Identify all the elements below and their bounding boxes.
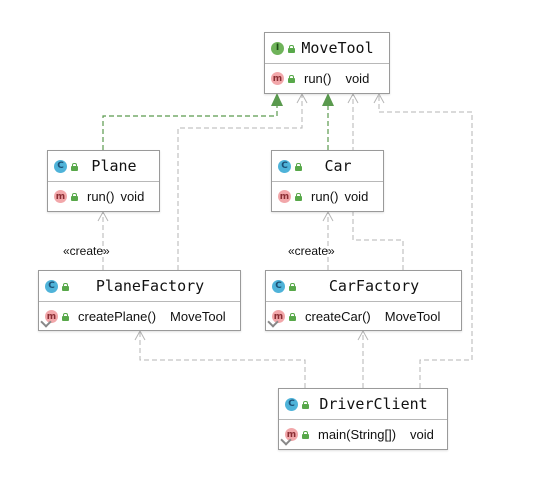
class-header: C Car <box>272 151 383 182</box>
class-header: C DriverClient <box>279 389 447 420</box>
class-box-car[interactable]: C Car m run() void <box>271 150 384 212</box>
method-name: run() <box>304 71 332 86</box>
class-name: CarFactory <box>328 277 420 295</box>
method-name: createCar() <box>305 309 371 324</box>
public-lock-icon <box>295 193 303 201</box>
method-return-type: MoveTool <box>384 309 441 324</box>
method-icon: m <box>271 72 284 85</box>
class-box-planefactory[interactable]: C PlaneFactory m createPlane() MoveTool <box>38 270 241 331</box>
plane-implements-arrowhead <box>271 93 283 106</box>
planefactory-movetool-dependency <box>177 94 303 270</box>
public-lock-icon <box>289 282 297 291</box>
method-return-type: void <box>120 189 145 204</box>
method-name: createPlane() <box>78 309 157 324</box>
public-lock-icon <box>62 282 70 291</box>
class-icon: C <box>45 279 58 293</box>
class-name: Car <box>324 157 352 175</box>
class-header: C CarFactory <box>266 271 461 302</box>
method-name: run() <box>87 189 115 204</box>
method-row[interactable]: m run() void <box>272 182 383 211</box>
public-lock-icon <box>62 313 70 321</box>
class-header: I MoveTool <box>265 33 389 64</box>
class-box-carfactory[interactable]: C CarFactory m createCar() MoveTool <box>265 270 462 331</box>
create-stereotype-label: «create» <box>288 244 335 258</box>
public-lock-icon <box>289 313 297 321</box>
public-lock-icon <box>302 400 310 409</box>
method-name: run() <box>311 189 339 204</box>
static-method-icon: m <box>40 310 58 328</box>
method-row[interactable]: m run() void <box>265 64 389 93</box>
class-icon: C <box>272 279 285 293</box>
driverclient-planefactory-dependency <box>139 331 306 388</box>
public-lock-icon <box>288 44 296 53</box>
car-implements-arrowhead <box>322 93 334 106</box>
class-icon: C <box>278 159 291 173</box>
method-name: main(String[]) <box>318 427 397 442</box>
public-lock-icon <box>71 162 79 171</box>
public-lock-icon <box>302 431 310 439</box>
driverclient-movetool-dependency <box>378 94 473 388</box>
method-icon: m <box>278 190 291 203</box>
interface-icon: I <box>271 41 284 55</box>
public-lock-icon <box>288 75 296 83</box>
class-box-movetool[interactable]: I MoveTool m run() void <box>264 32 390 94</box>
method-icon: m <box>54 190 67 203</box>
method-row[interactable]: m createPlane() MoveTool <box>39 302 240 331</box>
class-name: DriverClient <box>319 395 428 413</box>
method-return-type: void <box>410 427 434 442</box>
class-header: C Plane <box>48 151 159 182</box>
create-stereotype-label: «create» <box>63 244 110 258</box>
class-name: MoveTool <box>301 39 374 57</box>
class-header: C PlaneFactory <box>39 271 240 302</box>
class-icon: C <box>54 159 67 173</box>
method-return-type: MoveTool <box>170 309 226 324</box>
method-row[interactable]: m run() void <box>48 182 159 211</box>
class-box-driverclient[interactable]: C DriverClient m main(String[]) void <box>278 388 448 450</box>
public-lock-icon <box>71 193 79 201</box>
method-row[interactable]: m main(String[]) void <box>279 420 447 449</box>
static-method-icon: m <box>280 428 298 446</box>
method-return-type: void <box>344 189 369 204</box>
class-name: PlaneFactory <box>95 277 205 295</box>
method-row[interactable]: m createCar() MoveTool <box>266 302 461 331</box>
public-lock-icon <box>295 162 303 171</box>
class-name: Plane <box>91 157 137 175</box>
method-return-type: void <box>345 71 370 86</box>
plane-implements-movetool-line <box>102 94 278 150</box>
class-box-plane[interactable]: C Plane m run() void <box>47 150 160 212</box>
class-icon: C <box>285 397 298 411</box>
static-method-icon: m <box>267 310 285 328</box>
